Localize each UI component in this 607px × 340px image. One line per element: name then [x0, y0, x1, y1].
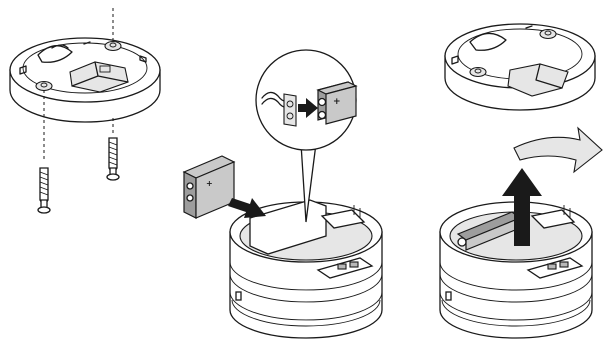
mounting-plate-icon — [10, 38, 160, 122]
battery-icon: + — [184, 156, 234, 218]
plus-mark: + — [333, 97, 341, 107]
battery-icon: + — [318, 82, 356, 124]
panel-mount-base — [10, 8, 160, 213]
screw-icon — [107, 138, 119, 180]
zoom-callout: + — [256, 50, 356, 222]
plus-mark: + — [206, 179, 213, 188]
panel-connect-battery: + + — [184, 50, 382, 338]
panel-attach-detector — [440, 24, 602, 338]
screw-icon — [38, 168, 50, 213]
mounting-plate-icon — [445, 24, 595, 110]
rotate-arrow-icon — [514, 128, 602, 172]
